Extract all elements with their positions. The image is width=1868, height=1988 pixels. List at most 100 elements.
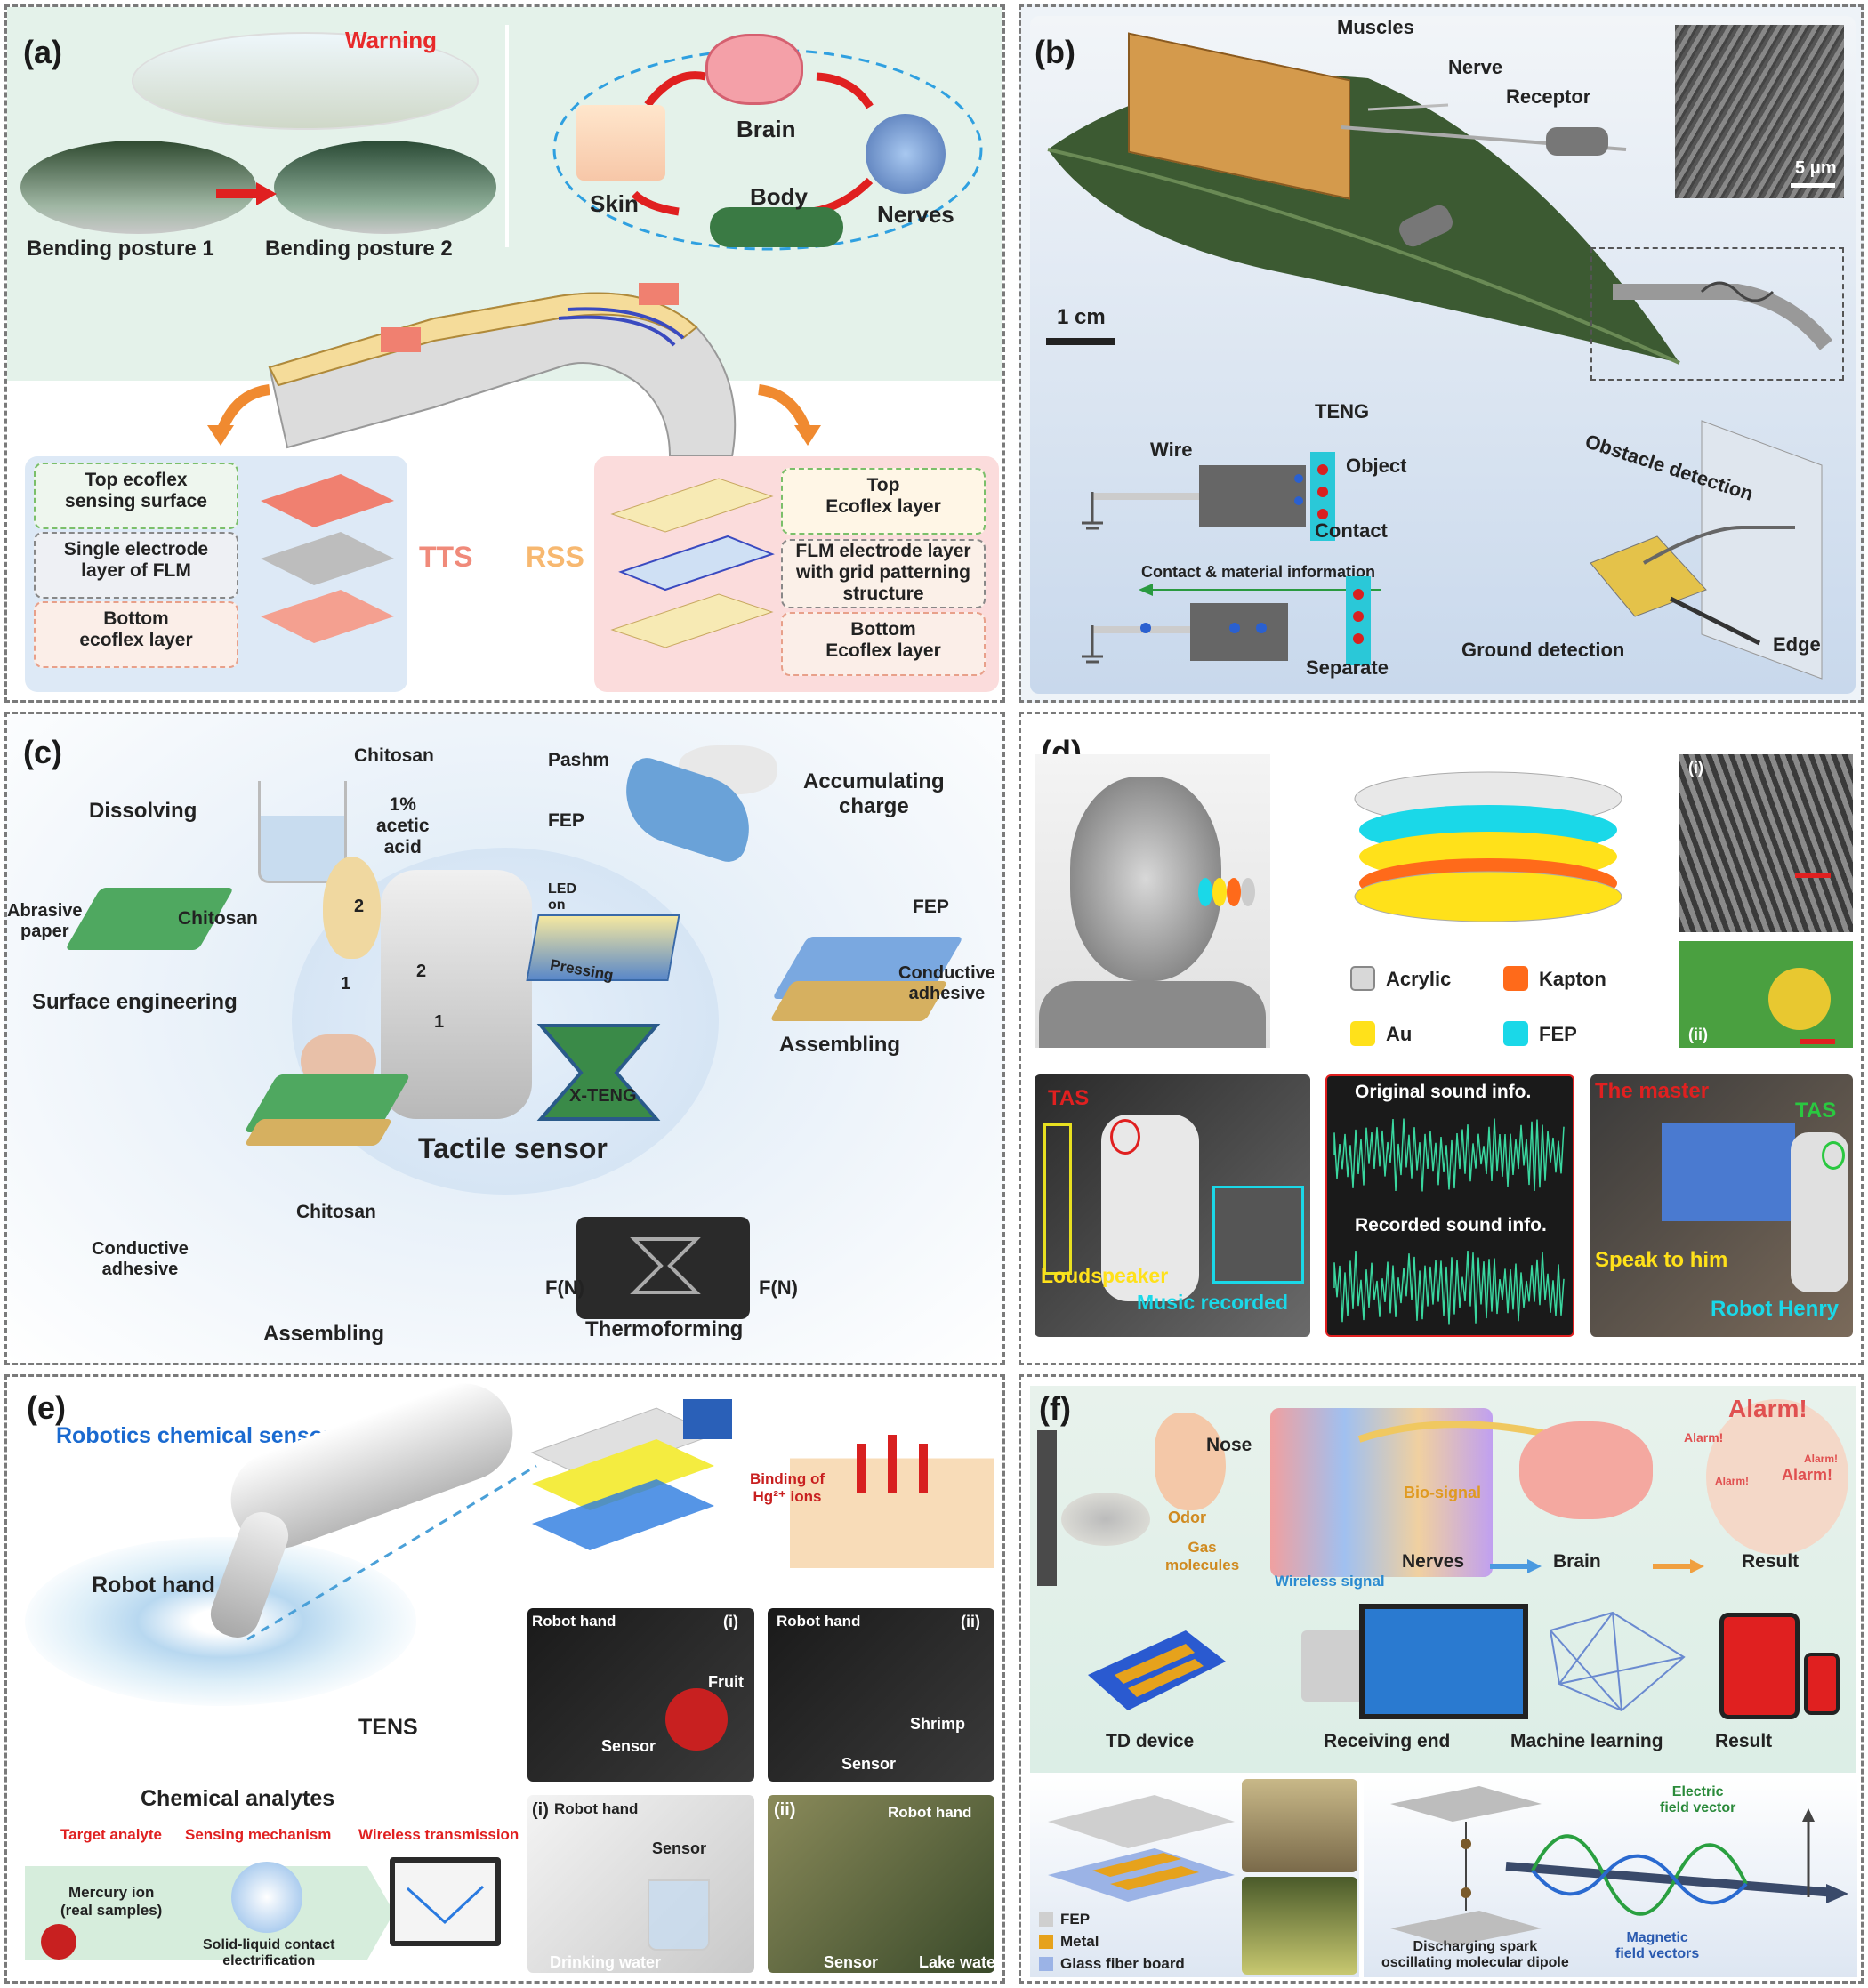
skin-icon — [576, 105, 665, 181]
ml-network — [1549, 1611, 1686, 1712]
panel-e-label: (e) — [27, 1389, 66, 1426]
layered-sensor — [1354, 771, 1622, 922]
photo-shrimp — [768, 1608, 994, 1782]
chitosan-2-label: Chitosan — [178, 908, 258, 929]
music-screen — [1212, 1186, 1304, 1284]
legend-swatch-glass — [1039, 1957, 1053, 1971]
split-arrow-left — [207, 384, 270, 446]
spring-inset — [1613, 281, 1833, 350]
flow-arrow-band — [25, 1866, 394, 1960]
bridge-device — [268, 283, 737, 457]
device-photo-2 — [1242, 1877, 1357, 1975]
xteng-shape — [536, 1024, 661, 1121]
tts-layer-3: Bottom ecoflex layer — [79, 608, 193, 650]
neural-loop — [552, 48, 983, 251]
music-recorded-label: Music recorded — [1137, 1291, 1288, 1314]
loudspeaker-outline — [1043, 1123, 1072, 1275]
panel-a: (a) Warning Bending posture 1 Bending po… — [4, 4, 1005, 703]
rss-layer-3: Bottom Ecoflex layer — [825, 619, 941, 661]
tactile-sensor-label: Tactile sensor — [418, 1132, 608, 1164]
apple-small-icon — [41, 1924, 76, 1960]
panel-f-label: (f) — [1039, 1390, 1071, 1427]
sem-scale-ii — [1800, 1039, 1835, 1044]
p1-fruit: Fruit — [708, 1673, 744, 1691]
thermoforming-label: Thermoforming — [585, 1317, 744, 1341]
info-arrow — [1139, 584, 1381, 596]
receptor-label: Receptor — [1506, 85, 1591, 108]
fep-2-label: FEP — [913, 897, 949, 917]
panel-a-label: (a) — [23, 34, 62, 70]
p2-shrimp: Shrimp — [910, 1715, 966, 1733]
object-label: Object — [1346, 455, 1407, 477]
waveform-panel — [1325, 1074, 1574, 1337]
p2-robot-hand: Robot hand — [777, 1613, 861, 1630]
computer-screen — [1662, 1123, 1795, 1221]
surface-eng-label: Surface engineering — [32, 990, 238, 1014]
target-analyte-label: Target analyte — [60, 1826, 163, 1843]
assembling-1-label: Assembling — [779, 1033, 901, 1057]
result-2-label: Result — [1715, 1731, 1773, 1751]
spark-label: Discharging spark oscillating molecular … — [1381, 1939, 1569, 1970]
legend-kapton: Kapton — [1539, 968, 1606, 990]
tts-layer-box-3 — [34, 601, 238, 668]
tens-label: TENS — [358, 1715, 418, 1740]
sem-image — [1675, 25, 1844, 198]
photo-lake-water — [768, 1795, 994, 1973]
xteng-label: X-TENG — [569, 1086, 637, 1106]
legend-swatch-kapton — [1503, 966, 1528, 991]
waveform-recorded — [1333, 1250, 1565, 1325]
legend-swatch-acrylic — [1350, 966, 1375, 991]
mold-x-icon — [630, 1237, 701, 1294]
arrow-nerves-brain — [1490, 1559, 1542, 1573]
glove-photo — [683, 1399, 732, 1439]
tts-layer-box-2 — [34, 532, 238, 599]
water-cup — [648, 1879, 710, 1951]
caterpillar-warning-photo — [132, 32, 479, 130]
wireless-transmission-label: Wireless transmission — [358, 1826, 519, 1843]
p2-idx: (ii) — [961, 1613, 980, 1630]
p4-sensor: Sensor — [824, 1953, 879, 1971]
separate-label: Separate — [1306, 656, 1389, 679]
teng-label: TENG — [1315, 400, 1370, 423]
assembling-2-label: Assembling — [263, 1322, 385, 1346]
ground-label: Ground detection — [1461, 639, 1625, 661]
master-label: The master — [1595, 1079, 1710, 1103]
legend-fep: FEP — [1539, 1023, 1577, 1045]
receiving-label: Receiving end — [1324, 1731, 1451, 1751]
sem-scale-label: 5 μm — [1795, 158, 1837, 178]
p4-lake: Lake water — [919, 1953, 1002, 1971]
legend-acrylic: Acrylic — [1386, 968, 1452, 990]
legend-fep-f: FEP — [1060, 1911, 1091, 1928]
posture-arrow — [216, 182, 277, 205]
sub-ii-label: (ii) — [1688, 1026, 1708, 1043]
panel-d: (d) (i) (ii) Acrylic Kapton Au FEP TAS L… — [1019, 712, 1864, 1365]
panel-e: (e) Robotics chemical sensor Robot hand … — [4, 1374, 1005, 1984]
abrasive-label: Abrasive paper — [7, 901, 83, 941]
robot-hand-label: Robot hand — [92, 1573, 215, 1598]
rss-layer-1: Top Ecoflex layer — [825, 475, 941, 517]
photo-drinking-water — [527, 1795, 754, 1973]
num-1: 1 — [341, 974, 351, 994]
mercury-label: Mercury ion (real samples) — [60, 1884, 163, 1919]
rss-stack — [610, 478, 775, 648]
robotics-title: Robotics chemical sensor — [56, 1423, 332, 1448]
nerves-f-label: Nerves — [1402, 1551, 1465, 1572]
alarm-small-4: Alarm! — [1715, 1475, 1750, 1487]
monitor-graph — [406, 1885, 485, 1925]
tas-circle-1 — [1110, 1119, 1140, 1155]
nose-label: Nose — [1206, 1435, 1252, 1455]
receptor-icon — [1546, 127, 1608, 156]
sensor-disc-photo — [1768, 968, 1831, 1030]
num-2b: 2 — [416, 962, 427, 981]
sem-image-i — [1679, 754, 1853, 932]
chemical-label: Chemical analytes — [141, 1786, 335, 1811]
sensor-discs — [1198, 878, 1255, 906]
posture-2-label: Bending posture 2 — [265, 237, 453, 261]
nerves-icon — [866, 114, 946, 194]
conductive-2-label: Conductive adhesive — [92, 1239, 189, 1279]
odor-label: Odor — [1168, 1509, 1206, 1526]
head-silhouette — [1706, 1399, 1848, 1555]
sensing-mechanism-label: Sensing mechanism — [185, 1826, 332, 1843]
leak-cloud — [1061, 1493, 1150, 1546]
alarm-phone — [1804, 1653, 1840, 1715]
